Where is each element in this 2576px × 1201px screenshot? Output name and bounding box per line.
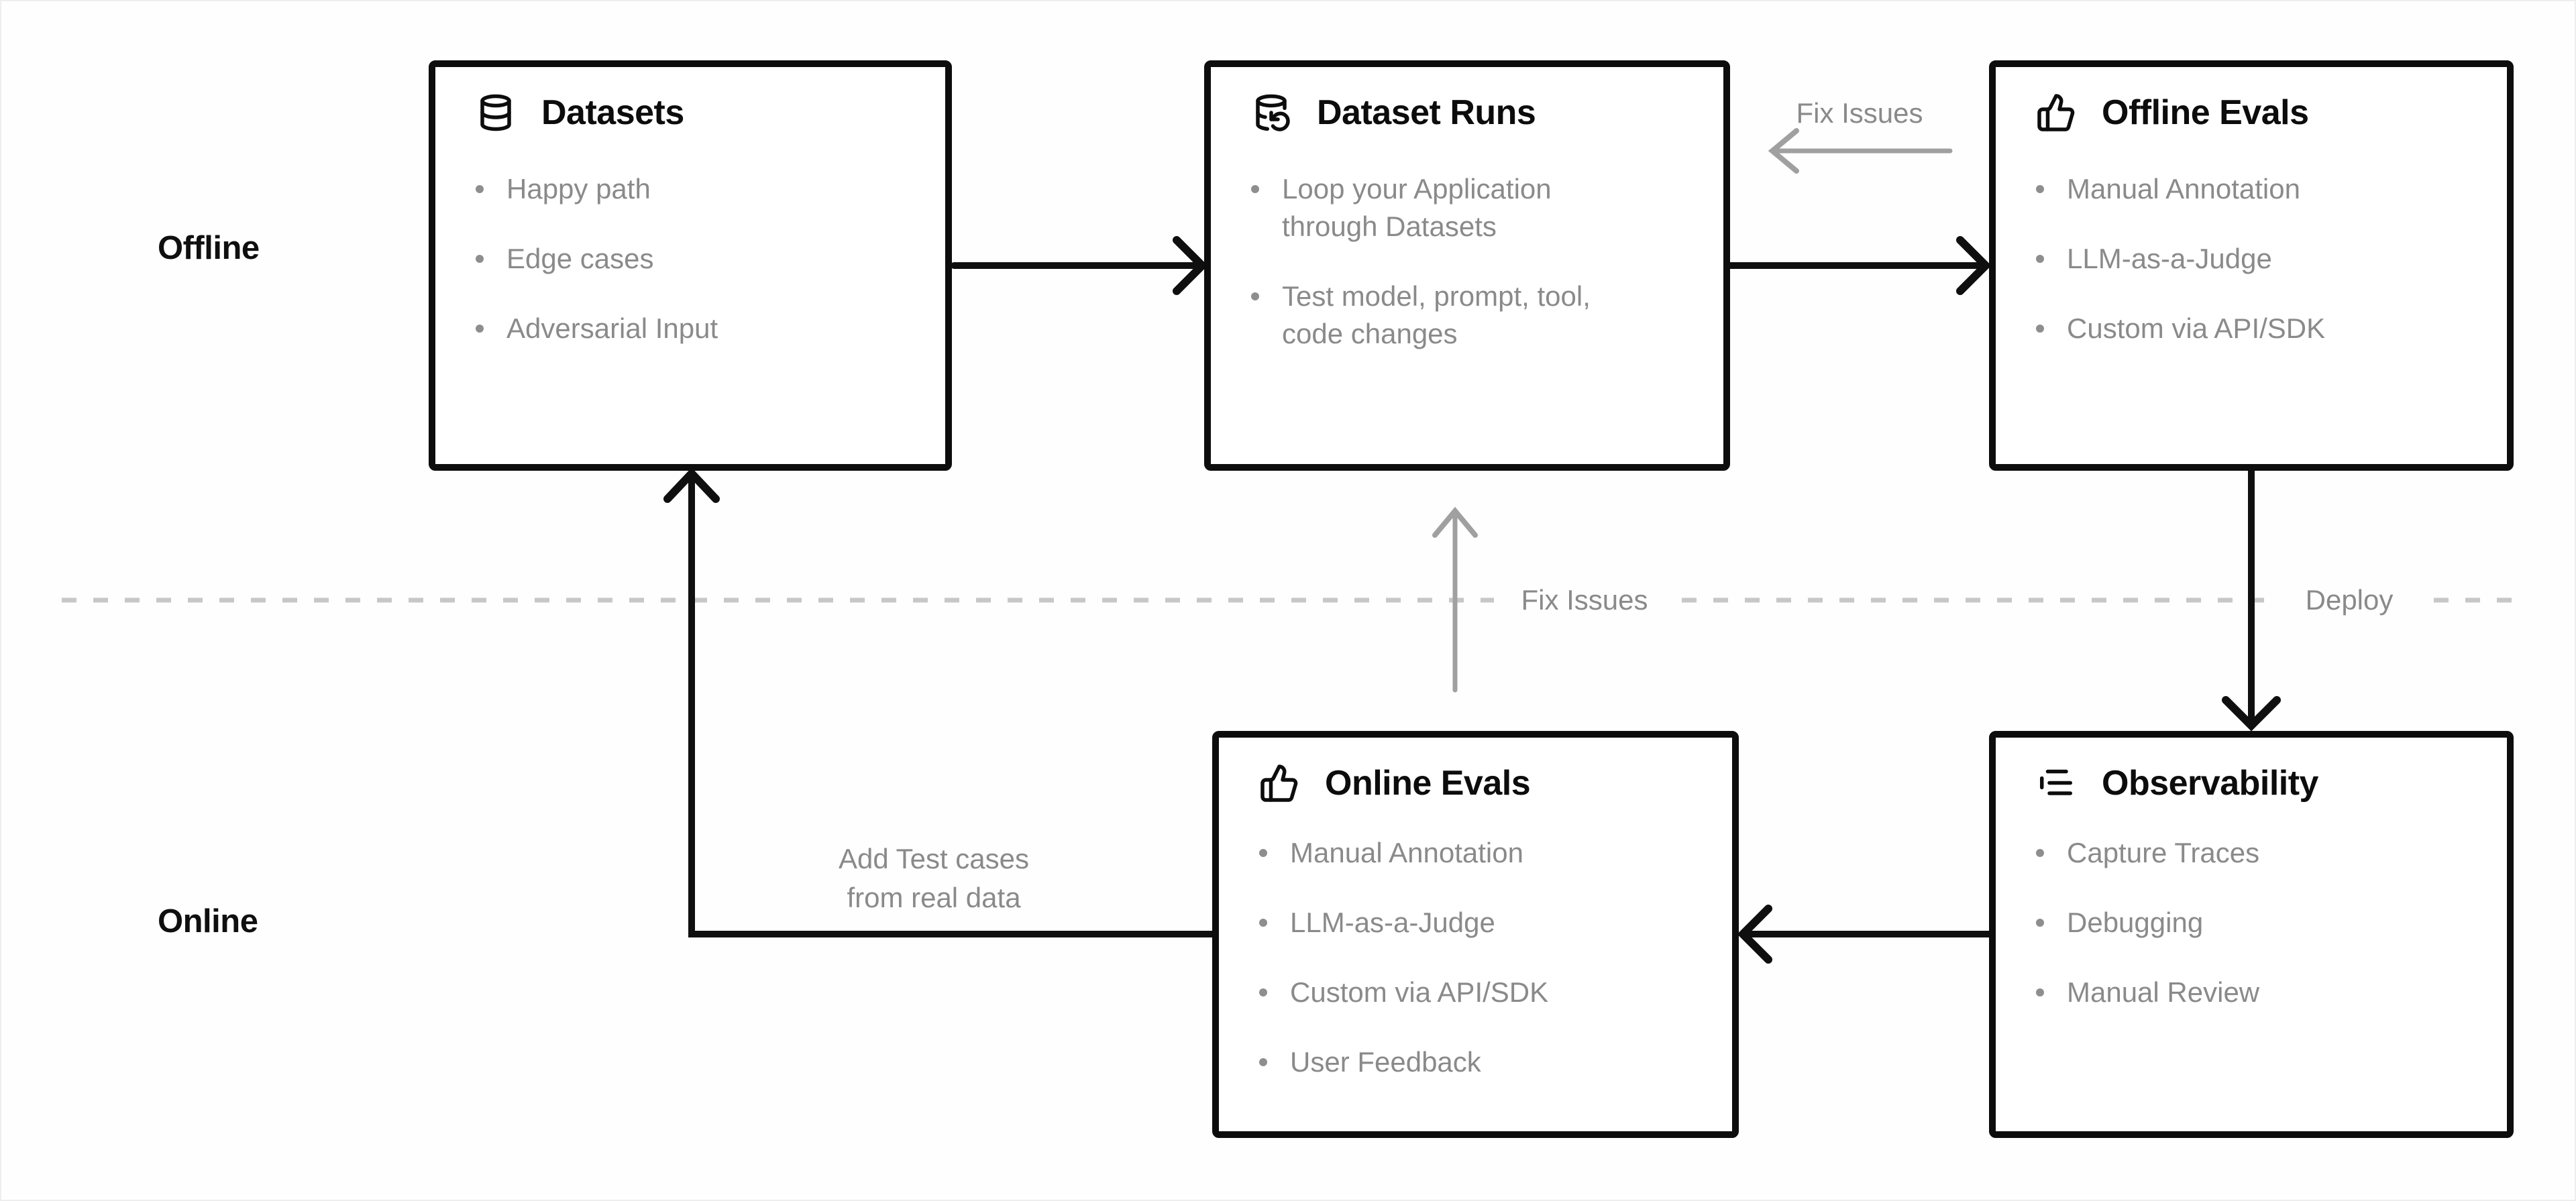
add-test-cases-label: Add Test cases from real data (793, 840, 1075, 917)
offline-row-label: Offline (158, 230, 260, 266)
fix-issues-top-label: Fix Issues (1796, 97, 1923, 129)
bullet-dot (2036, 185, 2044, 193)
box-header: Offline Evals (2036, 93, 2487, 133)
bullet-dot (1259, 849, 1267, 857)
list-item: Debugging (2036, 904, 2487, 941)
box-header: Datasets (476, 93, 925, 133)
box-title: Datasets (541, 93, 684, 132)
list-item: Adversarial Input (476, 310, 925, 347)
list-item: Capture Traces (2036, 834, 2487, 872)
bullet-dot (2036, 849, 2044, 857)
arrow-dataset-runs-to-offline-evals (1727, 236, 1992, 295)
fix-issues-middle-label: Fix Issues (1521, 584, 1648, 616)
online-evals-box: Online Evals Manual Annotation LLM-as-a-… (1212, 731, 1739, 1138)
bullet-dot (1259, 988, 1267, 996)
box-item-list: Capture Traces Debugging Manual Review (2036, 834, 2487, 1011)
box-item-list: Manual Annotation LLM-as-a-Judge Custom … (1259, 834, 1712, 1081)
list-item: Manual Annotation (2036, 170, 2487, 208)
box-item-list: Manual Annotation LLM-as-a-Judge Custom … (2036, 170, 2487, 347)
list-item: Manual Annotation (1259, 834, 1712, 872)
list-item: LLM-as-a-Judge (2036, 240, 2487, 278)
deploy-label: Deploy (2305, 584, 2394, 616)
arrow-datasets-to-dataset-runs (951, 236, 1208, 295)
box-item-list: Happy path Edge cases Adversarial Input (476, 170, 925, 347)
bullet-dot (476, 325, 484, 333)
observability-box: Observability Capture Traces Debugging M… (1989, 731, 2514, 1138)
list-item: Custom via API/SDK (1259, 974, 1712, 1011)
bullet-dot (2036, 919, 2044, 927)
bullet-dot (2036, 325, 2044, 333)
arrow-fix-issues-top (1768, 128, 1953, 174)
list-item: Test model, prompt, tool, code changes (1251, 278, 1703, 353)
database-icon (476, 93, 516, 133)
online-row-label: Online (158, 903, 258, 939)
box-title: Offline Evals (2102, 93, 2309, 132)
bullet-dot (1251, 292, 1259, 300)
trace-list-icon (2036, 763, 2076, 803)
bullet-dot (2036, 255, 2044, 263)
bullet-dot (2036, 988, 2044, 996)
offline-evals-box: Offline Evals Manual Annotation LLM-as-a… (1989, 60, 2514, 471)
list-item: Happy path (476, 170, 925, 208)
add-test-cases-line2: from real data (847, 882, 1021, 913)
box-title: Online Evals (1325, 764, 1531, 803)
box-header: Online Evals (1259, 763, 1712, 803)
list-item: Loop your Application through Datasets (1251, 170, 1703, 245)
list-item: Custom via API/SDK (2036, 310, 2487, 347)
arrow-fix-issues-middle (1432, 506, 1478, 693)
bullet-dot (476, 185, 484, 193)
list-item: Edge cases (476, 240, 925, 278)
arrow-observability-to-online-evals (1737, 905, 1992, 964)
bullet-dot (1251, 185, 1259, 193)
datasets-box: Datasets Happy path Edge cases Adversari… (429, 60, 952, 471)
add-test-cases-line1: Add Test cases (838, 843, 1030, 874)
thumbs-up-icon (2036, 93, 2076, 133)
list-item: LLM-as-a-Judge (1259, 904, 1712, 941)
box-title: Observability (2102, 764, 2318, 803)
box-item-list: Loop your Application through Datasets T… (1251, 170, 1703, 353)
database-run-icon (1251, 93, 1291, 133)
bullet-dot (476, 255, 484, 263)
box-title: Dataset Runs (1317, 93, 1536, 132)
arrow-offline-evals-to-observability (2222, 467, 2281, 732)
list-item: Manual Review (2036, 974, 2487, 1011)
bullet-dot (1259, 1058, 1267, 1066)
dataset-runs-box: Dataset Runs Loop your Application throu… (1204, 60, 1730, 471)
box-header: Dataset Runs (1251, 93, 1703, 133)
thumbs-up-icon (1259, 763, 1299, 803)
bullet-dot (1259, 919, 1267, 927)
list-item: User Feedback (1259, 1043, 1712, 1081)
box-header: Observability (2036, 763, 2487, 803)
